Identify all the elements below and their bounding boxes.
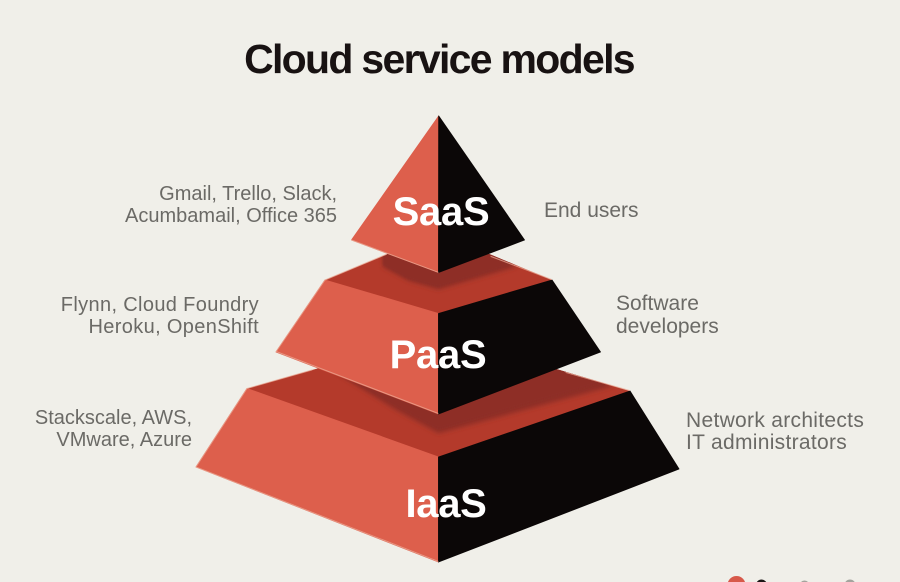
svg-text:PaaS: PaaS bbox=[390, 333, 487, 377]
svg-text:SaaS: SaaS bbox=[393, 190, 490, 234]
svg-text:IaaS: IaaS bbox=[405, 482, 486, 526]
